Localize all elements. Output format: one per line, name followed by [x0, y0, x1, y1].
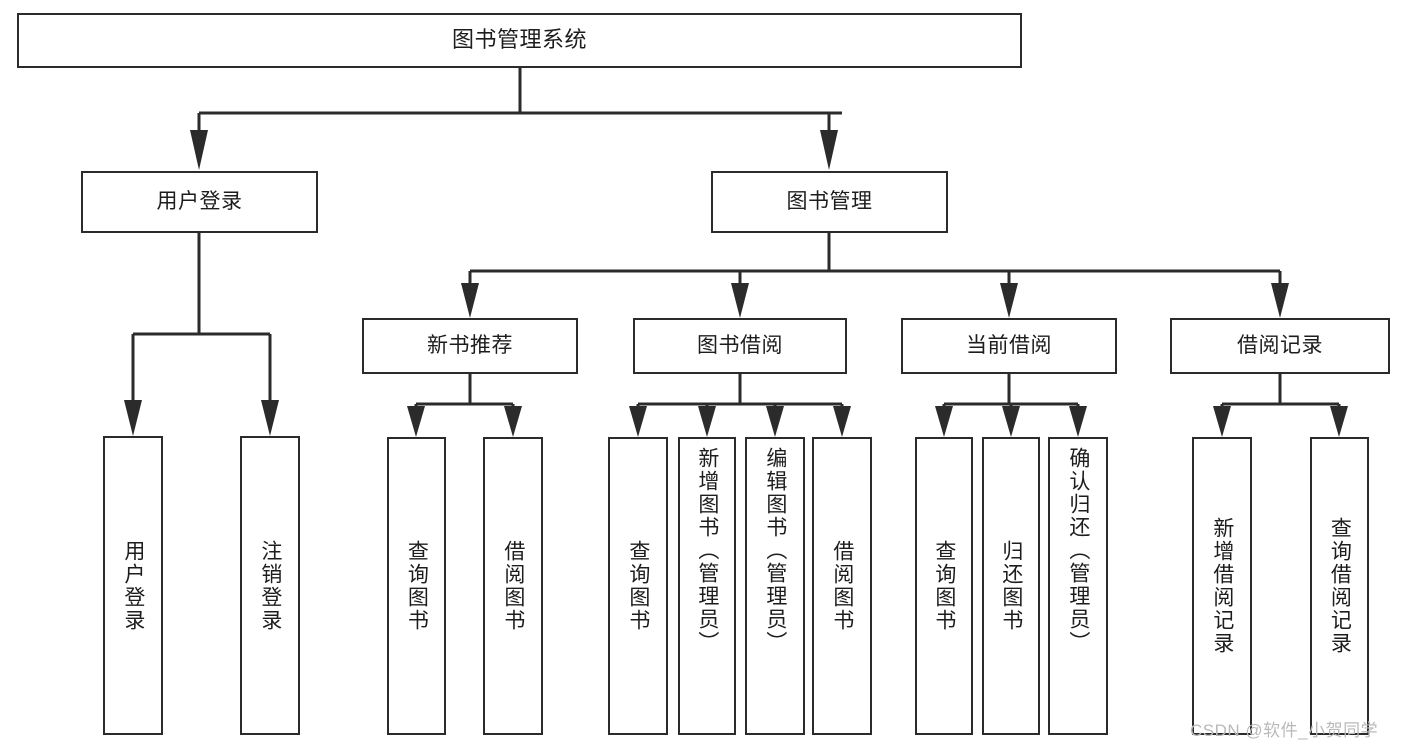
node-label: 借阅图书: [501, 540, 525, 632]
leaf-user-login-login[interactable]: 用户登录: [103, 436, 163, 735]
node-borrow-record[interactable]: 借阅记录: [1170, 318, 1390, 374]
leaf-book-borrow-borrow[interactable]: 借阅图书: [812, 437, 872, 735]
node-label: 查询图书: [405, 540, 429, 632]
node-label: 确认归还（管理员）: [1066, 447, 1090, 654]
node-user-login[interactable]: 用户登录: [81, 171, 318, 233]
node-label: 用户登录: [156, 190, 243, 214]
node-label: 新增借阅记录: [1210, 517, 1234, 655]
leaf-book-borrow-query[interactable]: 查询图书: [608, 437, 668, 735]
node-label: 借阅记录: [1237, 334, 1323, 358]
node-label: 编辑图书（管理员）: [763, 447, 787, 654]
node-label: 新增图书（管理员）: [695, 447, 719, 654]
node-label: 注销登录: [258, 539, 282, 632]
leaf-book-borrow-add[interactable]: 新增图书（管理员）: [678, 437, 736, 735]
leaf-new-book-borrow[interactable]: 借阅图书: [483, 437, 543, 735]
node-label: 归还图书: [999, 540, 1023, 632]
node-label: 当前借阅: [966, 334, 1052, 358]
leaf-current-borrow-return[interactable]: 归还图书: [982, 437, 1040, 735]
csdn-watermark: CSDN @软件_小贺同学: [1190, 721, 1379, 740]
node-label: 图书管理系统: [451, 27, 587, 53]
leaf-book-borrow-edit[interactable]: 编辑图书（管理员）: [745, 437, 805, 735]
node-label: 查询图书: [932, 540, 956, 632]
node-label: 查询借阅记录: [1328, 517, 1352, 655]
leaf-user-login-logout[interactable]: 注销登录: [240, 436, 300, 735]
leaf-new-book-query[interactable]: 查询图书: [387, 437, 446, 735]
node-label: 查询图书: [626, 540, 650, 632]
leaf-borrow-record-add[interactable]: 新增借阅记录: [1192, 437, 1252, 735]
node-book-management-system[interactable]: 图书管理系统: [17, 13, 1022, 68]
leaf-current-borrow-confirm-return[interactable]: 确认归还（管理员）: [1048, 437, 1108, 735]
node-current-borrow[interactable]: 当前借阅: [901, 318, 1117, 374]
node-book-borrow[interactable]: 图书借阅: [633, 318, 847, 374]
node-label: 图书管理: [786, 190, 873, 214]
leaf-current-borrow-query[interactable]: 查询图书: [915, 437, 973, 735]
leaf-borrow-record-query[interactable]: 查询借阅记录: [1310, 437, 1369, 735]
node-book-management[interactable]: 图书管理: [711, 171, 948, 233]
node-label: 用户登录: [121, 539, 145, 632]
node-label: 新书推荐: [427, 334, 513, 358]
node-label: 图书借阅: [697, 334, 783, 358]
node-new-book-recommend[interactable]: 新书推荐: [362, 318, 578, 374]
node-label: 借阅图书: [830, 540, 854, 632]
